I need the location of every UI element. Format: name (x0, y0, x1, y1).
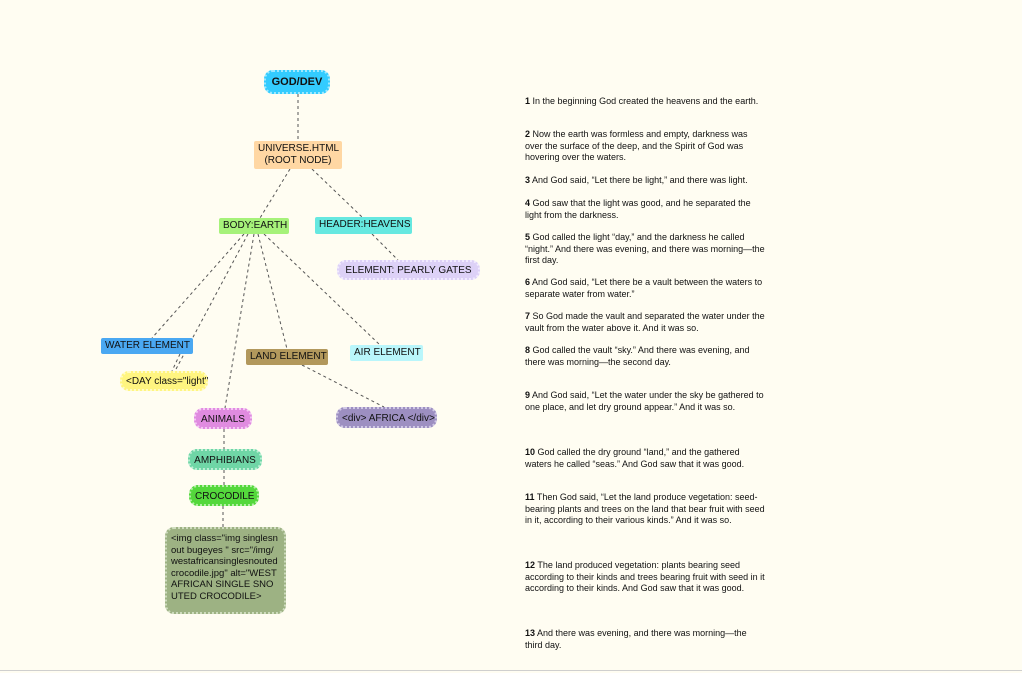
verse-text: So God made the vault and separated the … (525, 311, 765, 333)
verse-text: Now the earth was formless and empty, da… (525, 129, 748, 162)
node-god-dev: GOD/DEV (264, 70, 330, 94)
verse-number: 1 (525, 96, 531, 106)
verse-12: 12 The land produced vegetation: plants … (525, 560, 765, 595)
verse-number: 5 (525, 232, 531, 242)
node-universe-sublabel: (ROOT NODE) (264, 155, 332, 166)
edge-universe-body (259, 168, 291, 219)
verse-2: 2 Now the earth was formless and empty, … (525, 129, 765, 164)
verse-text: God called the dry ground “land,” and th… (525, 447, 745, 469)
verse-number: 9 (525, 390, 531, 400)
verse-13: 13 And there was evening, and there was … (525, 628, 765, 651)
verse-number: 2 (525, 129, 531, 139)
node-water-element: WATER ELEMENT (101, 338, 193, 354)
node-amphibians: AMPHIBIANS (188, 449, 262, 470)
verse-1: 1 In the beginning God created the heave… (525, 96, 765, 108)
edge-body-water (151, 233, 245, 339)
verse-text: And God said, “Let the water under the s… (525, 390, 764, 412)
verse-9: 9 And God said, “Let the water under the… (525, 390, 765, 413)
edge-land-africa (301, 364, 385, 408)
verse-3: 3 And God said, “Let there be light,” an… (525, 175, 765, 187)
node-africa: <div> AFRICA </div> (336, 407, 437, 428)
verse-4: 4 God saw that the light was good, and h… (525, 198, 765, 221)
verse-text: God called the light “day,” and the dark… (525, 232, 765, 265)
verse-number: 10 (525, 447, 536, 457)
verse-text: God called the vault “sky.” And there wa… (525, 345, 750, 367)
verse-text: And God said, “Let there be a vault betw… (525, 277, 763, 299)
verse-number: 4 (525, 198, 531, 208)
verse-11: 11 Then God said, “Let the land produce … (525, 492, 765, 527)
node-day-light: <DAY class="light" (120, 371, 208, 391)
node-crocodile: CROCODILE (189, 485, 259, 506)
verse-number: 12 (525, 560, 536, 570)
verse-5: 5 God called the light “day,” and the da… (525, 232, 765, 267)
verse-10: 10 God called the dry ground “land,” and… (525, 447, 765, 470)
page-bottom-divider (0, 670, 1022, 671)
verse-text: Then God said, “Let the land produce veg… (525, 492, 765, 525)
verse-text: God saw that the light was good, and he … (525, 198, 751, 220)
verse-text: And there was evening, and there was mor… (525, 628, 747, 650)
edge-header-pearly (371, 233, 399, 261)
edge-body-land (257, 233, 288, 350)
verse-7: 7 So God made the vault and separated th… (525, 311, 765, 334)
node-header-heavens: HEADER:HEAVENS (315, 217, 412, 234)
verse-8: 8 God called the vault “sky.” And there … (525, 345, 765, 368)
node-body-earth: BODY:EARTH (219, 218, 289, 234)
node-air-element: AIR ELEMENT (350, 345, 423, 361)
node-universe-label: UNIVERSE.HTML (258, 143, 340, 154)
node-animals: ANIMALS (194, 408, 252, 429)
verse-text: The land produced vegetation: plants bea… (525, 560, 765, 593)
verse-6: 6 And God said, “Let there be a vault be… (525, 277, 765, 300)
edge-body-day (174, 233, 249, 372)
verse-number: 8 (525, 345, 531, 355)
verse-number: 7 (525, 311, 531, 321)
verse-number: 13 (525, 628, 536, 638)
edge-universe-header (311, 168, 363, 218)
verse-text: And God said, “Let there be light,” and … (532, 175, 748, 185)
node-universe-root: UNIVERSE.HTML (ROOT NODE) (254, 141, 342, 169)
verse-text: In the beginning God created the heavens… (532, 96, 759, 106)
verse-number: 6 (525, 277, 531, 287)
node-crocodile-img-tag: <img class="img singlesnout bugeyes " sr… (165, 527, 286, 614)
edge-body-air (263, 233, 381, 346)
node-land-element: LAND ELEMENT (246, 349, 328, 365)
verse-number: 3 (525, 175, 531, 185)
verse-number: 11 (525, 492, 535, 502)
node-pearly-gates: ELEMENT: PEARLY GATES (337, 260, 480, 280)
edge-body-animals (224, 233, 255, 409)
